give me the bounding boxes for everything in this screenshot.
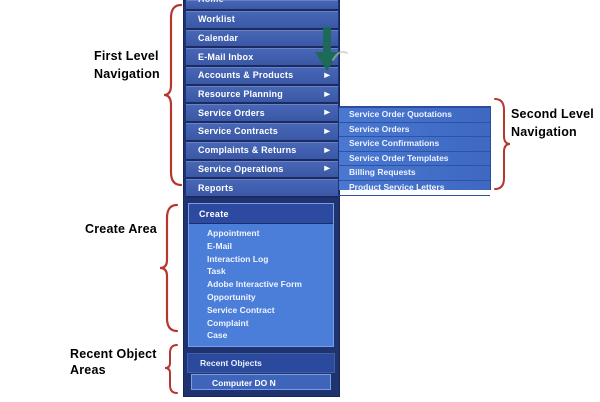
recent-object-item[interactable]: Computer DO N — [191, 374, 331, 390]
create-item[interactable]: Interaction Log — [207, 253, 269, 264]
create-area-label: Create Area — [85, 222, 157, 236]
nav-item-label: Service Contracts — [198, 126, 278, 137]
nav-item-label: Complaints & Returns — [198, 145, 297, 156]
nav-item-label: Home — [198, 0, 224, 4]
create-item[interactable]: Opportunity — [207, 291, 256, 302]
nav-item-label: Worklist — [198, 14, 235, 25]
nav-item[interactable]: Complaints & Returns ▶ — [186, 141, 338, 161]
nav-item[interactable]: Service Operations ▶ — [186, 160, 338, 180]
navigation-sidebar: Home Worklist ▶ Calendar ▶ E-Mail Inb — [183, 0, 340, 397]
create-item[interactable]: Service Contract — [207, 304, 275, 315]
create-item[interactable]: Complaint — [207, 317, 249, 328]
nav-item[interactable]: Resource Planning ▶ — [186, 85, 338, 105]
nav-item[interactable]: Accounts & Products ▶ — [186, 67, 338, 86]
nav-item-home[interactable]: Home — [186, 0, 338, 11]
nav-item[interactable]: Worklist ▶ — [186, 11, 338, 30]
second-level-brace-icon — [494, 98, 511, 190]
create-item[interactable]: Task — [207, 266, 226, 277]
recent-objects-header: Recent Objects — [187, 353, 335, 373]
recent-objects-list: Computer DO N — [187, 374, 335, 390]
second-level-navigation-label: Second Level Navigation — [511, 107, 594, 139]
nav-item-label: Reports — [198, 182, 234, 193]
create-item[interactable]: Appointment — [207, 228, 260, 238]
first-level-brace-icon — [163, 3, 183, 187]
nav-item[interactable]: Service Contracts ▶ — [186, 123, 338, 142]
submenu-item[interactable]: Billing Requests — [339, 166, 490, 181]
create-item[interactable]: Case — [207, 330, 228, 341]
create-panel: Create Appointment E-Mail Interaction Lo… — [188, 203, 334, 348]
nav-item-label: Calendar — [198, 33, 239, 44]
submenu-arrow-icon: ▶ — [324, 72, 330, 79]
nav-item-label: Resource Planning — [198, 89, 283, 100]
arrow-shadow-swoosh-icon — [332, 50, 348, 61]
recent-objects-panel: Recent Objects Computer DO N — [187, 353, 335, 390]
create-items-list: Appointment E-Mail Interaction Log Task … — [189, 224, 333, 346]
nav-item-label: Service Orders — [198, 107, 265, 118]
nav-item[interactable]: Service Orders ▶ — [186, 104, 338, 124]
submenu-item[interactable]: Service Confirmations — [339, 137, 490, 152]
nav-item[interactable]: Calendar ▶ — [186, 29, 338, 49]
submenu-arrow-icon: ▶ — [324, 109, 330, 116]
first-level-navigation-label: First Level Navigation — [94, 49, 160, 81]
submenu-item[interactable]: Service Order Templates — [339, 152, 490, 167]
submenu-arrow-icon: ▶ — [324, 165, 330, 172]
nav-item-label: E-Mail Inbox — [198, 51, 254, 62]
create-item[interactable]: Adobe Interactive Form — [207, 279, 302, 290]
recent-object-areas-label: Recent Object Areas — [70, 347, 157, 377]
submenu-arrow-icon: ▶ — [324, 90, 330, 98]
submenu-item[interactable]: Service Orders — [339, 123, 490, 138]
nav-items-list: Worklist ▶ Calendar ▶ E-Mail Inbox ▶ — [186, 11, 338, 198]
submenu-arrow-icon: ▶ — [324, 147, 330, 154]
recent-objects-brace-icon — [164, 344, 178, 394]
create-item[interactable]: E-Mail — [207, 240, 233, 251]
submenu-item[interactable]: Service Order Quotations — [339, 108, 490, 123]
first-level-navigation: Home Worklist ▶ Calendar ▶ E-Mail Inb — [186, 0, 338, 198]
nav-item-label: Accounts & Products — [198, 70, 294, 81]
nav-item[interactable]: E-Mail Inbox ▶ — [186, 48, 338, 68]
nav-item-label: Service Operations — [198, 163, 284, 174]
create-header-label: Create — [199, 208, 229, 219]
nav-item[interactable]: Reports ▶ — [186, 179, 338, 198]
create-header: Create — [189, 204, 333, 224]
submenu-item[interactable]: Product Service Letters — [339, 181, 490, 196]
submenu-arrow-icon: ▶ — [324, 128, 330, 135]
second-level-flyout: Service Order Quotations Service Orders … — [339, 106, 491, 196]
create-area-brace-icon — [159, 203, 179, 333]
